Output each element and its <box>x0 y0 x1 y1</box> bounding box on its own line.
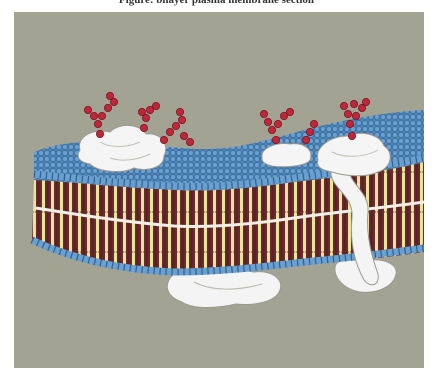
membrane-illustration-frame <box>14 12 424 368</box>
membrane-illustration <box>14 12 424 368</box>
cropped-caption: Figure: bilayer plasma membrane section <box>0 0 433 8</box>
peripheral-protein-center <box>262 144 311 167</box>
